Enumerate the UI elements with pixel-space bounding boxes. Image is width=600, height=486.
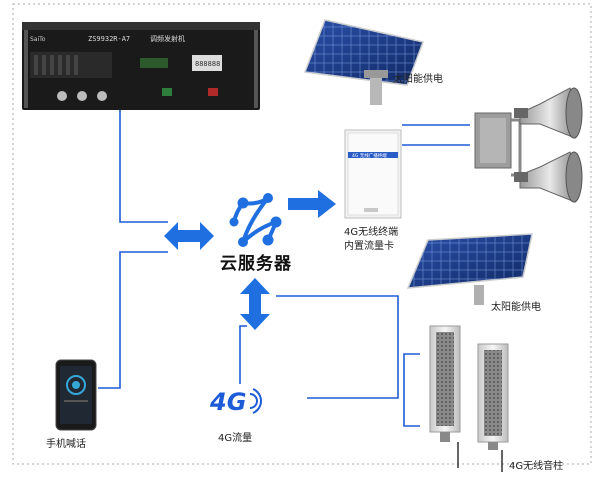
transmitter-model: ZS9932R-A7 [88, 35, 130, 43]
smartphone-icon [55, 359, 97, 431]
transmitter-title: 调频发射机 [150, 34, 185, 43]
phone-label: 手机喊话 [46, 439, 86, 450]
connection-lines [98, 110, 470, 427]
arrow-left-right [164, 222, 214, 250]
4g-traffic-label: 4G流量 [218, 433, 253, 444]
cloud-server-label: 云服务器 [220, 254, 292, 274]
4g-terminal-box: 4G 无线广播终端 [344, 129, 402, 219]
diagram-frame [12, 3, 592, 465]
horn-speakers [474, 87, 583, 203]
column-speakers [429, 325, 509, 472]
terminal-box-text: 4G 无线广播终端 [352, 152, 387, 159]
solar-panel-top [303, 19, 425, 105]
terminal-label-line2: 内置流量卡 [344, 241, 394, 252]
transmitter-brand: SaiTo [30, 36, 46, 43]
terminal-label-line1: 4G无线终端 [344, 227, 399, 238]
arrow-up-down [240, 278, 270, 330]
solar-top-label: 太阳能供电 [393, 74, 443, 85]
arrow-to-terminal [288, 190, 336, 218]
speaker-column-label: 4G无线音柱 [509, 461, 564, 472]
solar-bottom-label: 太阳能供电 [491, 302, 541, 313]
transmitter-display-text: 888888 [195, 60, 220, 68]
fm-transmitter-image: SaiTo ZS9932R-A7 调频发射机 888888 [22, 22, 260, 110]
transmitter-display [192, 55, 222, 71]
cloud-server-icon [229, 193, 282, 247]
signal-icon [249, 388, 262, 414]
4g-logo: 4G [210, 388, 247, 416]
solar-panel-bottom [406, 233, 533, 305]
